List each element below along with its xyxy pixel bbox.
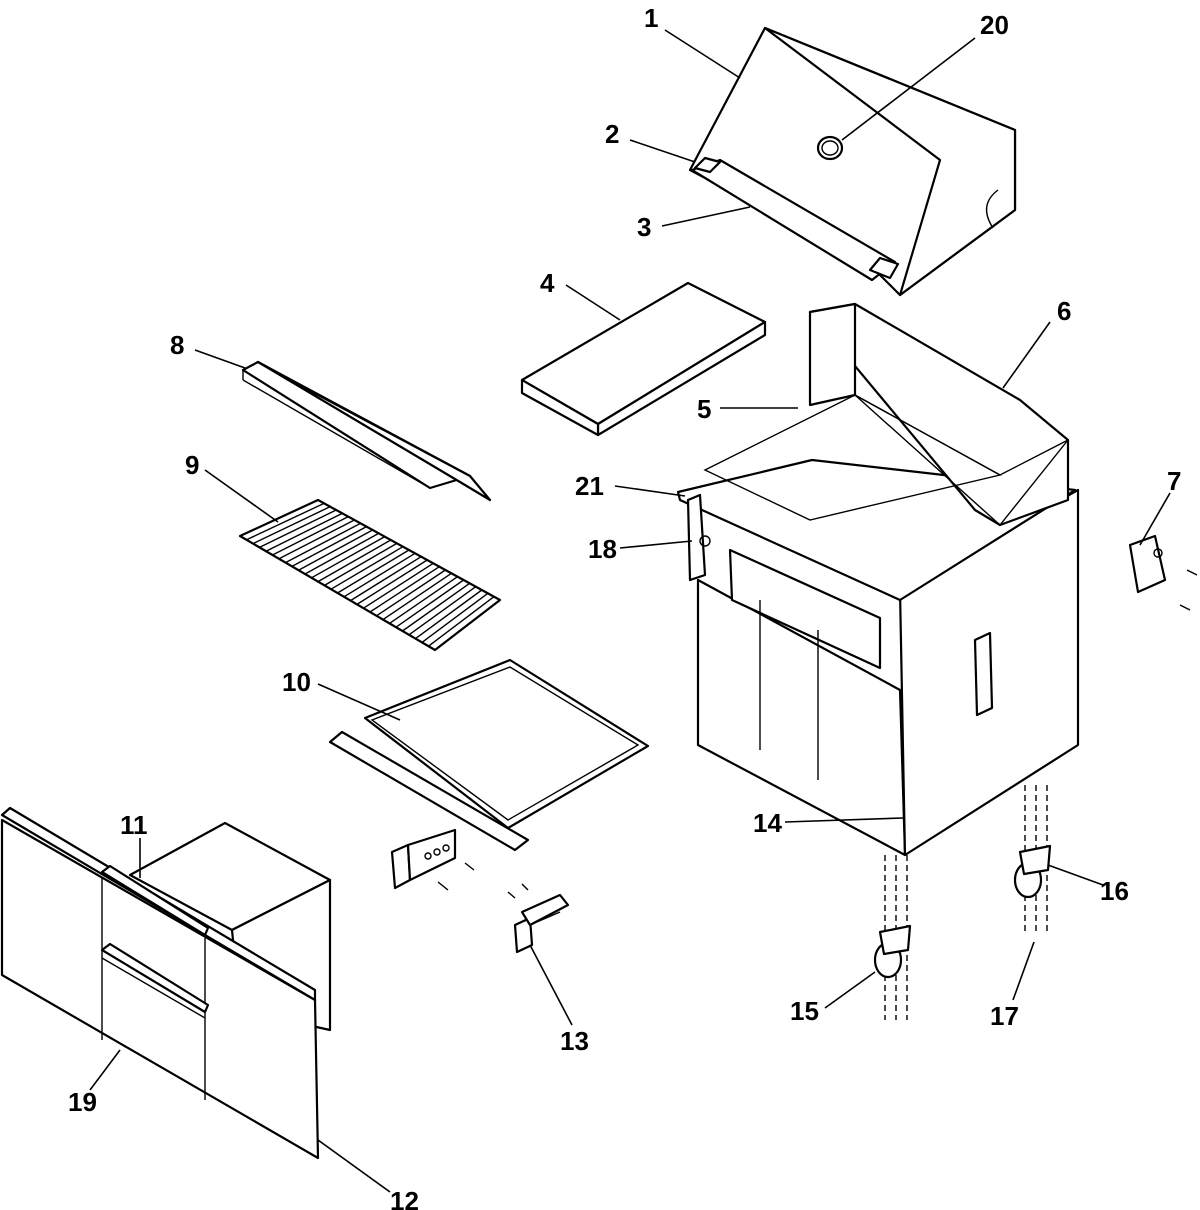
rack-wire — [317, 539, 392, 583]
rack-wire — [304, 532, 380, 575]
part-hood — [688, 26, 1017, 297]
callout-3: 3 — [637, 212, 651, 242]
callout-15: 15 — [790, 996, 819, 1026]
rack-wire — [324, 542, 398, 587]
part-wire-rack — [238, 498, 502, 652]
callout-labels: 1 20 2 3 4 5 6 7 8 9 10 11 12 13 14 15 1… — [68, 3, 1181, 1210]
rack-wire — [408, 586, 477, 636]
rack-wire — [298, 529, 373, 571]
rack-wire — [428, 596, 495, 647]
callout-21: 21 — [575, 471, 604, 501]
callout-11: 11 — [120, 810, 148, 840]
rack-wire — [389, 576, 458, 624]
rack-wire — [415, 589, 483, 640]
callout-17: 17 — [990, 1001, 1019, 1031]
part-rail — [241, 360, 492, 502]
rack-wire — [369, 566, 440, 613]
callout-8: 8 — [170, 330, 184, 360]
callout-4: 4 — [540, 268, 555, 298]
callout-16: 16 — [1100, 876, 1129, 906]
callout-18: 18 — [588, 534, 617, 564]
rack-wire — [337, 549, 410, 594]
rack-wire — [259, 509, 337, 549]
part-caster-front — [873, 855, 912, 1020]
rack-wire — [252, 506, 331, 545]
part-side-bracket — [1128, 534, 1198, 611]
rack-wire — [343, 552, 416, 598]
callout-20: 20 — [980, 10, 1009, 40]
callout-6: 6 — [1057, 296, 1071, 326]
part-door-assembly — [0, 806, 320, 1160]
leader-lines — [89, 29, 1171, 1193]
rack-wire — [272, 516, 349, 556]
callout-7: 7 — [1167, 466, 1181, 496]
rack-wire — [421, 592, 489, 643]
part-hood-handle — [690, 156, 900, 282]
rack-wire — [376, 569, 446, 617]
rack-wire — [278, 519, 355, 560]
rack-wire — [246, 502, 325, 541]
rack-wire — [363, 562, 434, 609]
part-latch — [390, 828, 475, 891]
rack-wire — [330, 546, 404, 590]
callout-1: 1 — [644, 3, 658, 33]
rack-wire — [265, 512, 343, 552]
rack-wire — [356, 559, 428, 605]
callout-13: 13 — [560, 1026, 589, 1056]
rack-wire — [311, 536, 386, 579]
rack-wire — [382, 572, 452, 621]
rack-wire — [350, 556, 422, 602]
part-cabinet — [676, 302, 1080, 857]
rack-wire — [395, 579, 465, 628]
callout-9: 9 — [185, 450, 199, 480]
callout-14: 14 — [753, 808, 782, 838]
rack-wire — [402, 582, 471, 632]
rack-wire — [285, 522, 361, 564]
callout-19: 19 — [68, 1087, 97, 1117]
callout-5: 5 — [697, 394, 711, 424]
callout-2: 2 — [605, 119, 619, 149]
part-caster-rear — [1013, 785, 1052, 935]
part-top-panel — [520, 281, 767, 437]
rack-wire — [291, 526, 367, 568]
part-tray — [328, 658, 650, 852]
callout-12: 12 — [390, 1186, 419, 1210]
callout-10: 10 — [282, 667, 311, 697]
part-hinge-bracket — [507, 883, 570, 954]
